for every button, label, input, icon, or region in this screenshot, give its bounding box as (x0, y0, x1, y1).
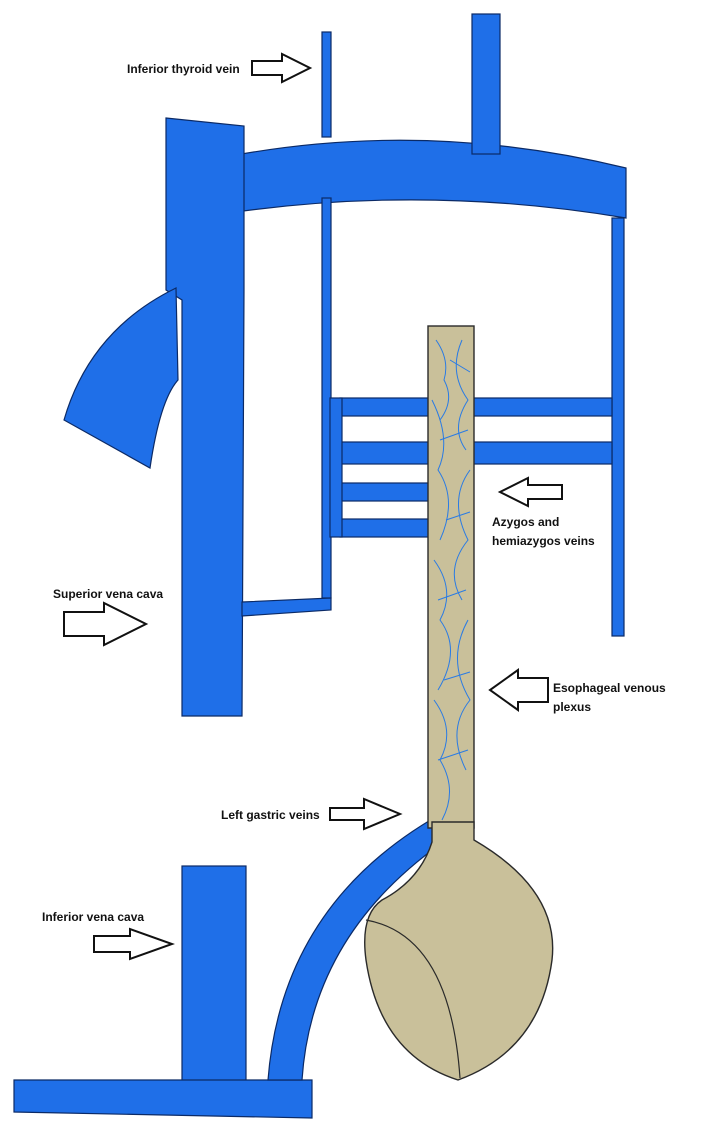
label-superior-vena-cava: Superior vena cava (53, 587, 164, 601)
label-azygos-line2: hemiazygos veins (492, 534, 595, 548)
label-azygos-line1: Azygos and (492, 515, 560, 529)
inferior-vena-cava (181, 865, 247, 1085)
arrow-inferior-thyroid-vein (251, 52, 313, 84)
svc-connector (241, 597, 332, 617)
label-esophageal-line2: plexus (553, 700, 592, 714)
arrow-azygos (497, 476, 563, 508)
right-descending-vertical (611, 217, 625, 637)
superior-vena-cava (165, 117, 245, 717)
arrow-inferior-vena-cava (93, 927, 175, 961)
right-top-vertical (471, 13, 501, 155)
esophageal-plexus (431, 339, 471, 821)
right-curved-branch (63, 287, 179, 469)
label-inferior-thyroid-vein: Inferior thyroid vein (127, 62, 240, 76)
horizontal-band-1 (339, 397, 613, 417)
label-inferior-vena-cava: Inferior vena cava (42, 910, 145, 924)
arrows (63, 52, 563, 961)
label-left-gastric-veins: Left gastric veins (221, 808, 320, 822)
veins (13, 13, 627, 1119)
arrow-left-gastric-veins (329, 797, 403, 831)
base-horizontal (13, 1079, 313, 1119)
esophagus (427, 325, 475, 829)
band-connector (329, 397, 343, 538)
stomach (364, 821, 554, 1081)
inferior-thyroid-vein (321, 31, 332, 138)
label-esophageal-line1: Esophageal venous (553, 681, 666, 695)
esophagus-stomach (364, 325, 554, 1081)
horizontal-band-2 (339, 441, 613, 465)
arrow-esophageal-plexus (488, 668, 549, 712)
stomach-fold (365, 919, 461, 1079)
arrow-superior-vena-cava (63, 601, 149, 647)
brachiocephalic-arch (235, 139, 627, 219)
